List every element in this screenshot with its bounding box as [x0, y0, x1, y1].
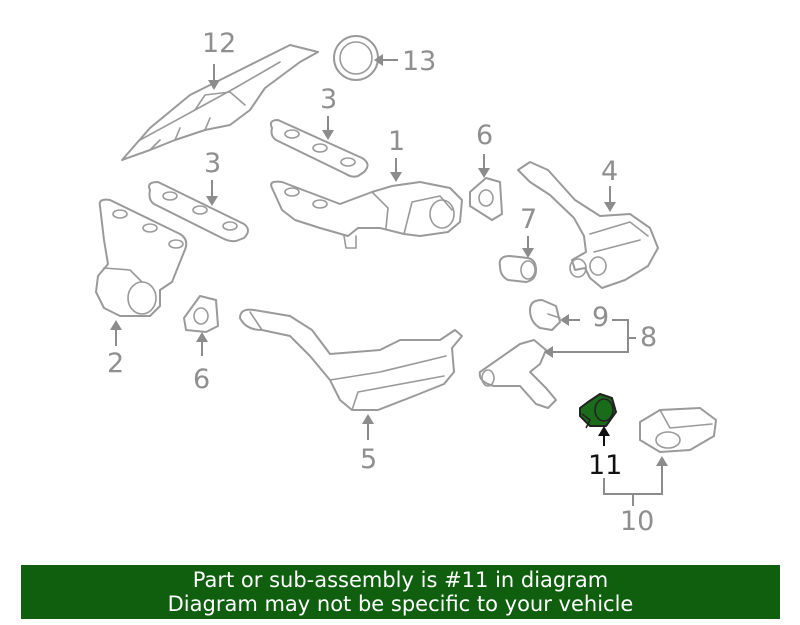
callout-8: 8: [640, 322, 657, 353]
part-9-hanger: [529, 299, 561, 331]
callout-3-lower: 3: [204, 148, 221, 179]
callout-6-upper: 6: [476, 120, 493, 151]
part-7-sensor: [498, 255, 537, 283]
part-10-tail-tip: [639, 407, 717, 453]
callout-5: 5: [360, 444, 377, 475]
callout-4: 4: [601, 156, 618, 187]
part-2-manifold: [95, 198, 188, 317]
callout-11-highlighted: 11: [588, 450, 622, 481]
part-1-manifold: [270, 180, 463, 249]
callout-13: 13: [402, 46, 436, 77]
leader-lines: [110, 54, 668, 506]
callout-1: 1: [388, 126, 405, 157]
part-3-gasket-upper: [269, 119, 369, 178]
banner-line-1: Part or sub-assembly is #11 in diagram: [192, 568, 609, 592]
part-13-clamp: [333, 35, 379, 81]
part-5-center-muffler: [239, 308, 463, 411]
parts-diagram: 12 13 3 3 1 6 4 7 2 6 9 8 5 11 10: [95, 28, 717, 537]
part-4-rear-muffler: [517, 161, 659, 289]
callout-7: 7: [520, 204, 537, 235]
part-6-gasket-upper: [469, 177, 503, 221]
part-12-heat-shield: [121, 44, 319, 161]
callout-6-lower: 6: [193, 364, 210, 395]
part-8-pipe: [478, 339, 557, 409]
part-11-clamp-highlighted: [579, 393, 617, 429]
banner-line-2: Diagram may not be specific to your vehi…: [167, 592, 634, 616]
part-6-gasket-lower: [183, 295, 219, 333]
callout-9: 9: [592, 302, 609, 333]
part-3-gasket-lower: [148, 181, 249, 243]
callout-2: 2: [107, 348, 124, 379]
callout-12: 12: [202, 28, 236, 59]
callout-10: 10: [620, 506, 654, 537]
info-banner: Part or sub-assembly is #11 in diagram D…: [21, 565, 780, 619]
callout-3-upper: 3: [320, 84, 337, 115]
